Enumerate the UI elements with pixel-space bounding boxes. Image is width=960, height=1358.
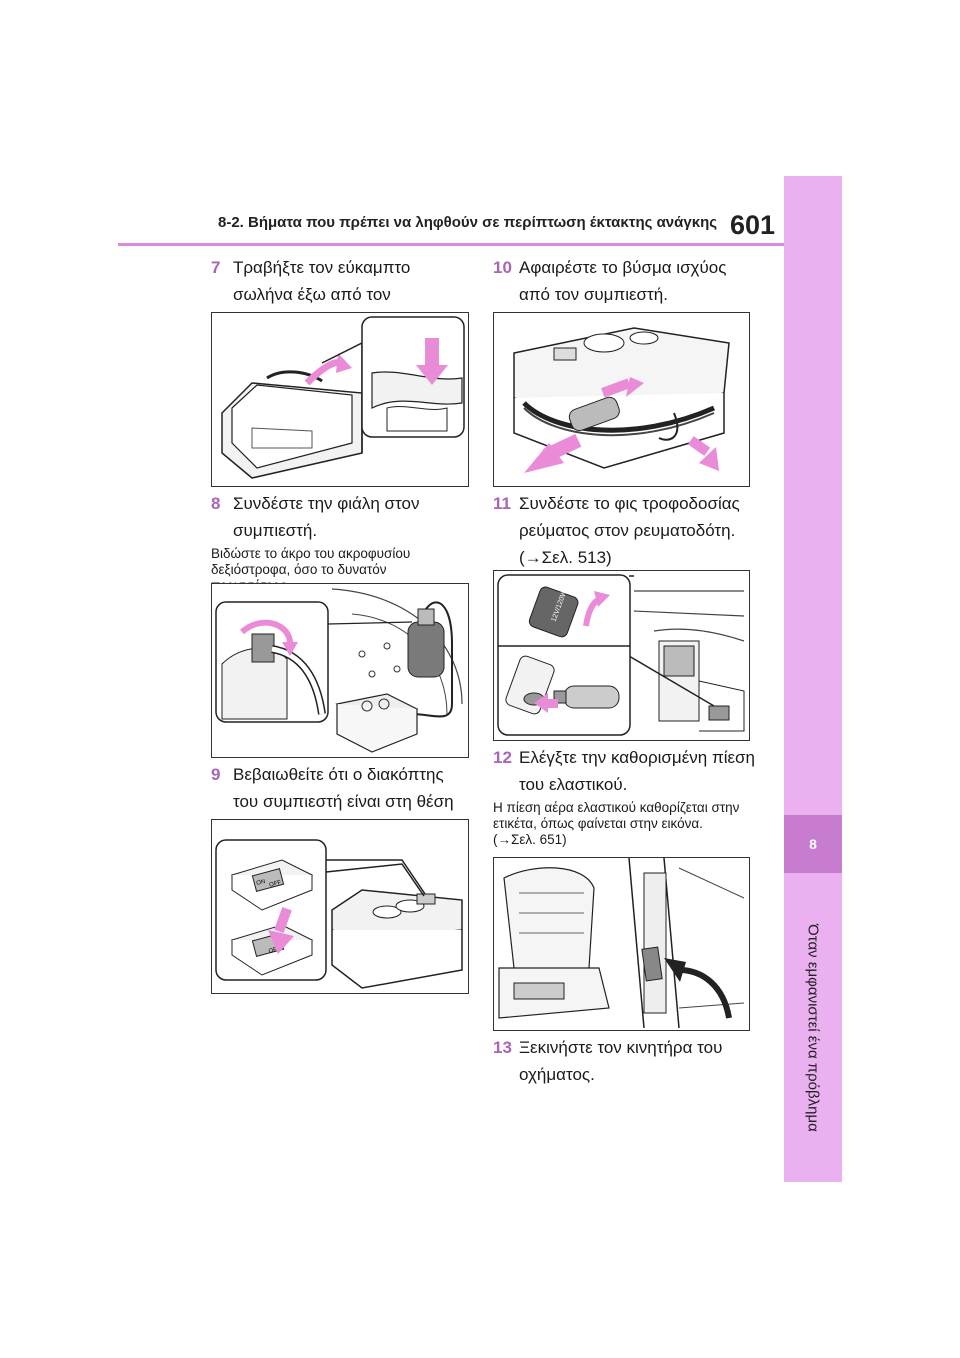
step-12-note: Η πίεση αέρα ελαστικού καθορίζεται στην … <box>493 800 740 847</box>
switch-off-label-top: OFF <box>269 880 282 889</box>
switch-off-label: OFF <box>268 946 281 955</box>
step-8-note: Βιδώστε το άκρο του ακροφυσίου δεξιόστρο… <box>211 546 411 593</box>
chapter-side-tab <box>784 176 842 1182</box>
figure-bottle-connect <box>211 583 469 758</box>
step-text: Ελέγξτε την καθορισμένη πίεση του ελαστι… <box>519 748 755 794</box>
step-number: 12 <box>493 748 512 767</box>
step-text: Ξεκινήστε τον κινητήρα του οχήματος. <box>519 1038 723 1084</box>
step-13: 13 Ξεκινήστε τον κινητήρα του οχήματος. <box>493 1034 755 1088</box>
step-7: 7 Τραβήξτε τον εύκαμπτο σωλήνα έξω από τ… <box>211 254 471 335</box>
step-text: Συνδέστε την φιάλη στον συμπιεστή. <box>233 494 420 540</box>
chapter-title: Όταν εμφανιστεί ένα πρόβλημα <box>804 924 822 1132</box>
step-number: 8 <box>211 494 221 513</box>
step-10: 10 Αφαιρέστε το βύσμα ισχύος από τον συμ… <box>493 254 755 308</box>
figure-hose-pull <box>211 312 469 487</box>
header-divider <box>118 243 784 246</box>
step-8: 8 Συνδέστε την φιάλη στον συμπιεστή. <box>211 490 471 544</box>
step-text: Τραβήξτε τον εύκαμπτο σωλήνα έξω από τον… <box>233 258 411 331</box>
figure-switch-off: ON OFF OFF <box>211 819 469 994</box>
chapter-number: 8 <box>784 815 842 873</box>
figure-power-socket: 12V/120W <box>493 570 750 741</box>
step-text: Αφαιρέστε το βύσμα ισχύος από τον συμπιε… <box>519 258 727 304</box>
step-number: 13 <box>493 1038 512 1057</box>
step-number: 9 <box>211 765 221 784</box>
figure-pressure-label <box>493 857 750 1031</box>
step-11: 11 Συνδέστε το φις τροφοδοσίας ρεύματος … <box>493 490 755 571</box>
step-number: 10 <box>493 258 512 277</box>
figure-plug-removal <box>493 312 750 487</box>
page-number: 601 <box>730 210 776 240</box>
switch-on-label: ON <box>256 879 266 887</box>
section-title: 8-2. Βήματα που πρέπει να ληφθούν σε περ… <box>218 214 718 231</box>
step-number: 11 <box>493 494 511 513</box>
step-number: 7 <box>211 258 221 277</box>
step-12: 12 Ελέγξτε την καθορισμένη πίεση του ελα… <box>493 744 755 798</box>
step-text: Συνδέστε το φις τροφοδοσίας ρεύματος στο… <box>519 494 740 567</box>
